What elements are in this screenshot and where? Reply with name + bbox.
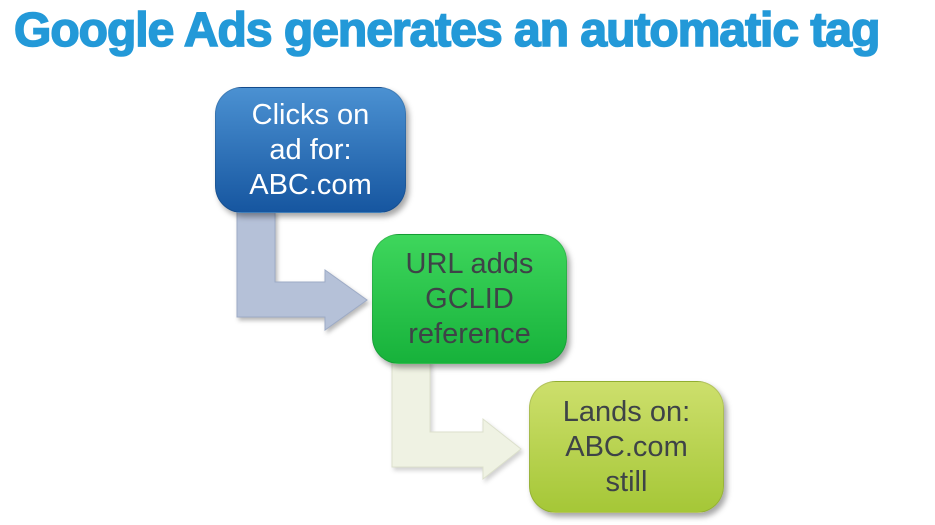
box-text-line: reference bbox=[408, 317, 531, 350]
bent-arrow-down-right-icon bbox=[236, 210, 368, 331]
box-text-line: ad for: bbox=[269, 133, 352, 166]
box-text-line: GCLID bbox=[425, 282, 514, 315]
box-text-line: ABC.com bbox=[249, 168, 372, 201]
box-text-line: URL adds bbox=[405, 247, 534, 280]
box-lands-on-abc: Lands on: ABC.com still bbox=[529, 381, 724, 513]
box-text-line: Clicks on bbox=[251, 98, 370, 131]
box-clicks-on-ad: Clicks on ad for: ABC.com bbox=[215, 87, 406, 213]
box-text-line: still bbox=[605, 465, 648, 498]
box-text-line: Lands on: bbox=[562, 395, 691, 428]
box-text-line: ABC.com bbox=[565, 430, 688, 463]
page-title: Google Ads generates an automatic tag bbox=[13, 3, 881, 58]
box-url-adds-gclid: URL adds GCLID reference bbox=[372, 234, 567, 364]
bent-arrow-down-right-icon bbox=[391, 359, 522, 481]
